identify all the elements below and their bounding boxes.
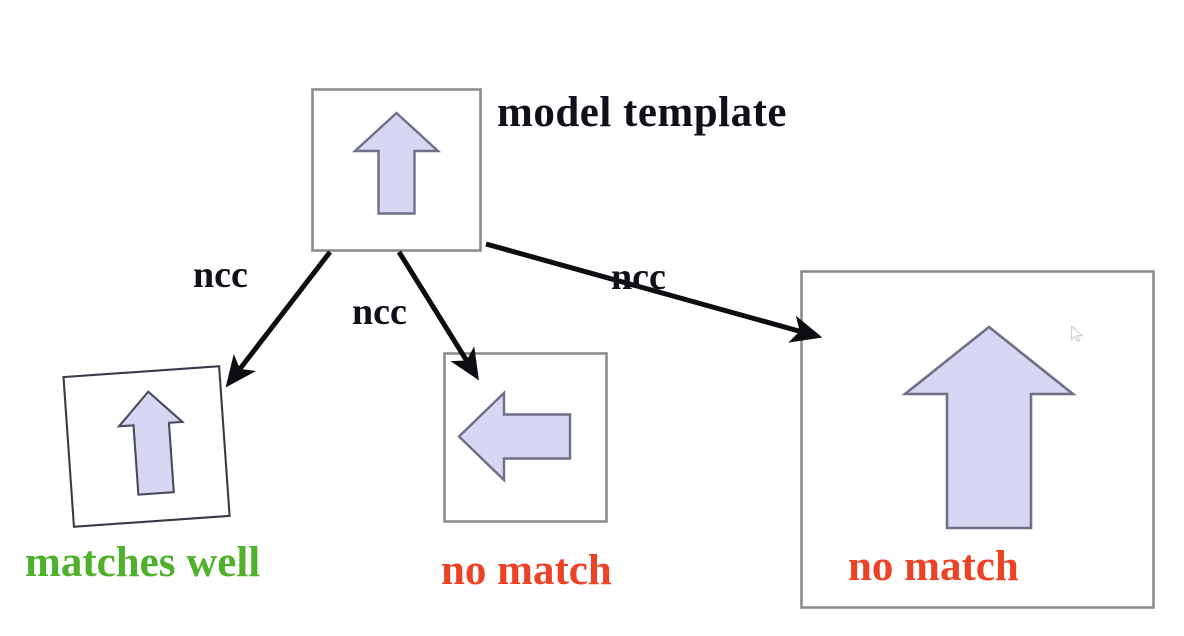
ncc-edge-right [485,241,823,343]
verdict-no-match-middle: no match [441,547,612,594]
up-arrow-icon [116,390,185,496]
ncc-label-middle: ncc [352,291,407,333]
candidate-box-rotated-90 [443,352,608,523]
mouse-cursor-icon [1070,325,1084,343]
candidate-box-scaled [800,270,1155,609]
up-arrow-icon [901,325,1077,530]
ncc-edge-middle [396,250,479,381]
ncc-edge-left [225,250,332,388]
model-template-box [311,88,482,252]
ncc-label-left: ncc [193,254,248,296]
verdict-no-match-right: no match [848,543,1019,590]
ncc-label-right: ncc [611,256,666,298]
page-title: model template [497,89,788,136]
up-arrow-icon [351,111,442,215]
verdict-matches-well: matches well [25,539,261,586]
candidate-box-rotated [62,365,231,528]
left-arrow-icon [457,390,572,483]
